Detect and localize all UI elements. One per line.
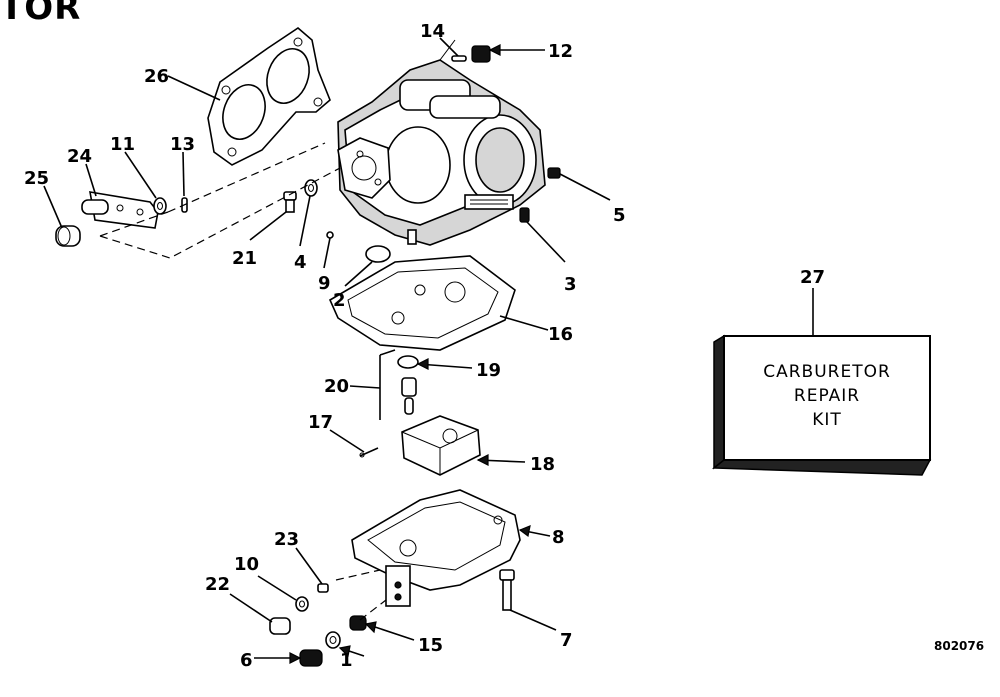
part-7-bolt <box>499 569 515 611</box>
callout-3: 3 <box>564 274 577 295</box>
callout-15: 15 <box>418 635 443 656</box>
part-22-plug <box>269 617 291 635</box>
part-18-float <box>401 415 481 476</box>
callout-13: 13 <box>170 134 195 155</box>
callout-19: 19 <box>476 360 501 381</box>
callout-14: 14 <box>420 21 445 42</box>
part-6-screw <box>299 649 323 667</box>
part-27-repair-kit-box: CARBURETOR REPAIR KIT <box>711 334 932 476</box>
callout-7: 7 <box>560 630 573 651</box>
callout-26: 26 <box>144 66 169 87</box>
kit-label-line3: KIT <box>812 410 842 430</box>
part-16-gasket <box>328 255 516 351</box>
part-17-pin <box>359 447 379 458</box>
part-15-jet <box>349 615 367 631</box>
callout-9: 9 <box>318 273 331 294</box>
kit-label-line1: CARBURETOR <box>763 362 891 382</box>
part-14-pin <box>451 55 467 62</box>
callout-23: 23 <box>274 529 299 550</box>
part-24-lever <box>81 191 159 229</box>
part-26-gasket <box>207 26 331 166</box>
part-8-float-bowl <box>351 489 521 607</box>
callout-12: 12 <box>548 41 573 62</box>
callout-10: 10 <box>234 554 259 575</box>
page-title: TOR <box>0 0 82 28</box>
callout-6: 6 <box>240 650 253 671</box>
callout-2: 2 <box>333 290 346 311</box>
callout-18: 18 <box>530 454 555 475</box>
callout-11: 11 <box>110 134 135 155</box>
part-23-spring <box>317 583 329 593</box>
part-19-oring <box>397 355 419 369</box>
callout-1: 1 <box>340 650 353 671</box>
callout-25: 25 <box>24 168 49 189</box>
kit-label-line2: REPAIR <box>794 386 860 406</box>
part-2-disc <box>365 245 391 263</box>
callout-17: 17 <box>308 412 333 433</box>
carburetor-body <box>337 39 546 246</box>
arrowheads <box>289 44 531 664</box>
part-11-washer <box>153 197 167 215</box>
figure-number: 802076 <box>934 639 984 653</box>
part-25-knob <box>55 225 81 247</box>
part-3-spring <box>519 207 530 223</box>
part-5-screw <box>547 167 561 179</box>
alignment-lines <box>99 142 387 621</box>
part-10-washer <box>295 596 309 612</box>
part-21-screw <box>283 191 297 213</box>
callout-27: 27 <box>800 267 825 288</box>
callout-labels: 1 2 3 4 5 6 7 8 9 10 11 12 13 14 15 16 1… <box>24 21 825 671</box>
callout-24: 24 <box>67 146 92 167</box>
callout-4: 4 <box>294 252 307 273</box>
callout-20: 20 <box>324 376 349 397</box>
callout-5: 5 <box>613 205 626 226</box>
callout-21: 21 <box>232 248 257 269</box>
callout-22: 22 <box>205 574 230 595</box>
part-9-ball <box>326 231 334 239</box>
callout-8: 8 <box>552 527 565 548</box>
part-4-washer <box>304 179 318 197</box>
callout-16: 16 <box>548 324 573 345</box>
part-12-screw <box>471 45 491 63</box>
part-1-washer <box>325 631 341 649</box>
